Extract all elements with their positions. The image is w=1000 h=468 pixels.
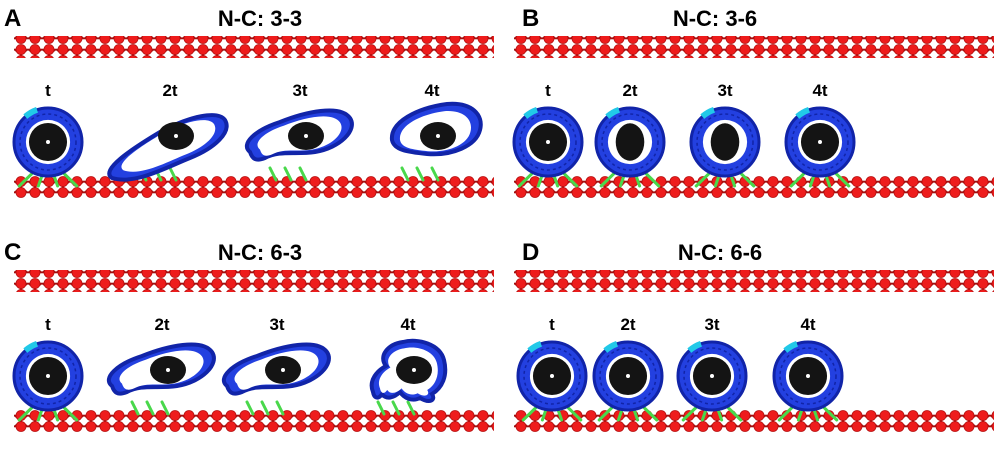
panel-d: D N-C: 6-6 t 2t 3t 4t	[514, 239, 994, 432]
nucleus	[615, 123, 645, 161]
adhesion-bonds	[245, 400, 285, 416]
time-label: 4t	[424, 81, 439, 100]
time-label: 3t	[704, 315, 719, 334]
adhesion-bonds	[400, 166, 440, 182]
top-wall	[514, 36, 994, 58]
cell-2t: 2t	[106, 315, 216, 416]
membrane-marker	[603, 340, 619, 353]
bottom-wall	[14, 176, 494, 198]
time-label: 3t	[269, 315, 284, 334]
time-label: 2t	[162, 81, 177, 100]
time-label: t	[545, 81, 551, 100]
time-label: t	[45, 315, 51, 334]
panel-b: B N-C: 3-6 t 2t 3t 4t	[512, 5, 994, 198]
time-label: 2t	[620, 315, 635, 334]
nucleus	[710, 123, 740, 161]
time-label: 4t	[800, 315, 815, 334]
cell-4t: 4t	[369, 315, 448, 416]
adhesion-bonds	[130, 400, 170, 416]
cell-2t: 2t	[594, 81, 666, 188]
time-label: 3t	[717, 81, 732, 100]
time-label: t	[549, 315, 555, 334]
time-label: 2t	[154, 315, 169, 334]
cell-4t: 4t	[784, 81, 856, 188]
top-wall	[14, 36, 494, 58]
cell-4t: 4t	[772, 315, 844, 422]
panel-letter: A	[4, 5, 21, 32]
panel-title: N-C: 3-6	[673, 6, 757, 31]
time-label: t	[45, 81, 51, 100]
membrane-marker	[523, 106, 539, 119]
top-wall	[514, 270, 994, 292]
panel-letter: D	[522, 239, 539, 266]
panel-a: A N-C: 3-3 t 2t 3t 4t	[4, 5, 494, 198]
membrane-marker	[23, 106, 39, 119]
cell-t: t	[12, 315, 84, 422]
membrane-marker	[687, 340, 703, 353]
cell-3t: 3t	[676, 315, 748, 422]
membrane-marker	[795, 106, 811, 119]
membrane-marker	[700, 106, 716, 119]
cell-t: t	[12, 81, 84, 188]
adhesion-bonds	[268, 166, 308, 182]
cell-3t: 3t	[244, 81, 354, 182]
top-wall	[14, 270, 494, 292]
panel-letter: B	[522, 5, 539, 32]
panel-title: N-C: 3-3	[218, 6, 302, 31]
cell-t: t	[516, 315, 588, 422]
time-label: 4t	[812, 81, 827, 100]
bottom-wall	[514, 410, 994, 432]
cell-4t: 4t	[389, 81, 483, 182]
panel-title: N-C: 6-6	[678, 240, 762, 265]
membrane-marker	[783, 340, 799, 353]
cell-3t: 3t	[689, 81, 761, 188]
cell-t: t	[512, 81, 584, 188]
time-label: 4t	[400, 315, 415, 334]
membrane-marker	[605, 106, 621, 119]
membrane-marker	[527, 340, 543, 353]
cell-2t: 2t	[107, 81, 229, 182]
time-label: 2t	[622, 81, 637, 100]
cell-2t: 2t	[592, 315, 664, 422]
adhesion-bonds	[376, 400, 416, 416]
panel-c: C N-C: 6-3 t 2t 3t 4t	[4, 239, 494, 432]
panel-letter: C	[4, 239, 21, 266]
panel-title: N-C: 6-3	[218, 240, 302, 265]
membrane-marker	[23, 340, 39, 353]
time-label: 3t	[292, 81, 307, 100]
cell-3t: 3t	[221, 315, 331, 416]
bottom-wall	[14, 410, 494, 432]
